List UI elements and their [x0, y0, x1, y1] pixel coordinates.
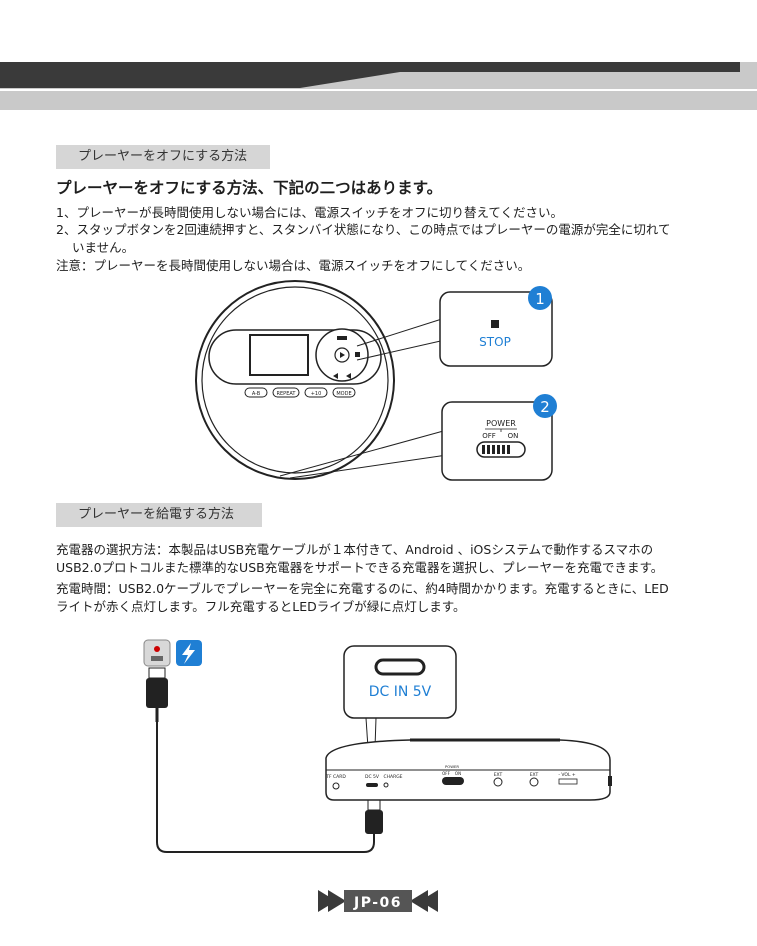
port-dc-5v: DC 5V	[365, 774, 380, 780]
player-display	[249, 334, 309, 376]
usb-c-port-icon	[374, 658, 426, 676]
power-title: POWER	[486, 419, 516, 428]
charging-time-line2: ライトが赤く点灯します。フル充電するとLEDライブが緑に点灯します。	[56, 599, 466, 614]
page-number: JP-06	[353, 895, 402, 911]
callout-stop-label: STOP	[479, 335, 511, 349]
port-ext-1: EXT	[494, 772, 503, 778]
port-tf-card: TF CARD	[325, 774, 346, 780]
instruction-item-2: 2、スタップボタンを2回連続押すと、スタンバイ状態になり、この時点ではプレーヤー…	[56, 222, 671, 237]
player-diagram: A-B REPEAT +10 MODE STOP 1 POWER OFF ON …	[195, 280, 557, 481]
callout-number-1-badge	[528, 286, 552, 310]
callout-number-2-badge	[533, 394, 557, 418]
charging-cable	[156, 722, 375, 853]
power-on-label: ON	[508, 432, 519, 440]
usb-plug	[146, 678, 168, 708]
port-power: POWER	[445, 764, 459, 769]
charger-selection-line2: USB2.0プロトコルまた標準的なUSB充電器をサポートできる充電器を選択し、プ…	[56, 560, 664, 575]
callout-number-1: 1	[535, 290, 545, 308]
port-ext-2: EXT	[530, 772, 539, 778]
callout-number-2: 2	[540, 398, 550, 416]
power-off-label: OFF	[482, 432, 496, 440]
section-tab-power-off: プレーヤーをオフにする方法	[56, 145, 270, 169]
micro-usb-plug	[365, 810, 383, 834]
port-volume: - VOL +	[558, 772, 576, 778]
dc-in-callout	[343, 645, 457, 719]
button-mode: MODE	[336, 391, 351, 397]
port-on: ON	[455, 771, 461, 776]
port-off: OFF	[442, 771, 450, 776]
stop-button-marker	[355, 352, 360, 357]
button-a-b: A-B	[252, 391, 261, 397]
usb-charger-icon	[143, 639, 171, 667]
callout-power	[441, 401, 553, 481]
top-banner	[0, 62, 757, 110]
instruction-item-2-cont: いません。	[72, 240, 135, 255]
charging-diagram: DC IN 5V TF CARD DC 5V CHARGE POWER OFF …	[143, 639, 612, 853]
dc-in-label: DC IN 5V	[369, 684, 432, 700]
instruction-item-1: 1、プレーヤーが長時間使用しない場合には、電源スイッチをオフに切り替えてください…	[56, 205, 563, 220]
callout-stop	[439, 291, 553, 367]
instruction-note: 注意：プレーヤーを長時間使用しない場合は、電源スイッチをオフにしてください。	[56, 258, 531, 273]
button-plus10: +10	[311, 391, 322, 397]
section-heading: プレーヤーをオフにする方法、下記の二つはあります。	[56, 179, 443, 197]
port-charge: CHARGE	[383, 774, 402, 780]
section-tab-power-supply: プレーヤーを給電する方法	[56, 503, 262, 527]
page-number-badge: JP-06	[318, 890, 438, 912]
charging-time-line1: 充電時間：USB2.0ケーブルでプレーヤーを完全に充電するのに、約4時間かかりま…	[56, 581, 669, 596]
button-repeat: REPEAT	[277, 391, 297, 397]
stop-icon	[491, 320, 499, 328]
charger-selection-line1: 充電器の選択方法：本製品はUSB充電ケーブルが１本付きて、Android 、iO…	[56, 542, 654, 557]
